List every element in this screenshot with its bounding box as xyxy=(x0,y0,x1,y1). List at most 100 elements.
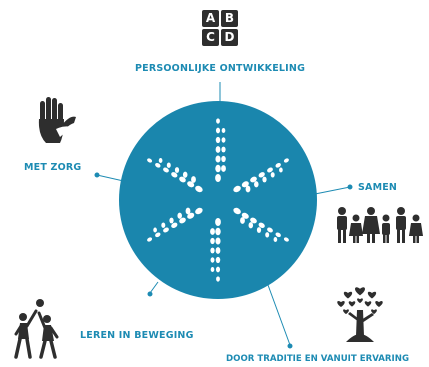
connector-dot-bottom-left xyxy=(147,291,153,297)
star-dot xyxy=(221,127,226,134)
star-dot xyxy=(250,217,257,224)
star-dot xyxy=(215,136,221,144)
star-dot xyxy=(215,237,221,245)
star-dot xyxy=(215,266,221,273)
star-dot xyxy=(216,118,220,124)
star-dot xyxy=(267,227,273,233)
star-dot xyxy=(254,181,259,188)
heart-shape xyxy=(337,300,345,308)
star-dot xyxy=(147,237,153,242)
family-group-icon xyxy=(337,207,423,243)
star-dot xyxy=(185,207,191,215)
star-dot xyxy=(182,171,188,178)
label-door-traditie-en-vanuit-ervaring: DOOR TRADITIE EN VANUIT ERVARING xyxy=(226,354,409,364)
star-dot xyxy=(267,167,273,173)
star-dot xyxy=(241,212,249,219)
star-dot xyxy=(195,185,203,193)
star-dot xyxy=(233,185,241,193)
star-dot xyxy=(273,236,278,243)
star-dot xyxy=(256,227,262,233)
star-dot xyxy=(163,167,169,173)
block-b: B xyxy=(221,10,238,27)
star-dot xyxy=(155,163,161,168)
heart-shape xyxy=(348,301,356,307)
block-d: D xyxy=(221,29,238,46)
star-dot xyxy=(171,222,178,228)
star-dot xyxy=(270,172,275,178)
block-a: A xyxy=(202,10,219,27)
star-dot xyxy=(210,247,215,254)
star-dot xyxy=(191,176,196,183)
star-dot xyxy=(215,174,221,182)
star-dot xyxy=(215,127,221,134)
star-dot xyxy=(221,165,226,172)
star-dot xyxy=(283,237,289,242)
label-met-zorg: MET ZORG xyxy=(24,162,82,173)
connector-bottom-right xyxy=(267,284,291,346)
star-dot xyxy=(147,158,153,163)
connector-dot-right xyxy=(347,184,353,190)
playing-children-icon xyxy=(14,299,59,359)
heart-shape xyxy=(343,309,349,315)
star-dot xyxy=(215,247,221,254)
star-dot xyxy=(155,232,161,238)
heart-shape xyxy=(367,291,377,299)
abcd-blocks-icon: A B C D xyxy=(202,10,238,46)
star-dot xyxy=(179,217,186,224)
star-dot xyxy=(279,167,283,173)
connector-dot-bottom-right xyxy=(287,343,293,349)
star-dot xyxy=(215,227,221,236)
heart-shape xyxy=(364,301,372,307)
star-dot xyxy=(258,222,265,228)
label-leren-in-beweging: LEREN IN BEWEGING xyxy=(80,330,194,341)
star-dot xyxy=(163,227,169,233)
heart-shape xyxy=(375,300,383,308)
star-dot xyxy=(215,218,221,226)
star-dot xyxy=(250,176,257,183)
star-dot xyxy=(245,185,251,193)
star-dot xyxy=(221,146,226,153)
star-dot xyxy=(153,227,157,233)
heart-tree-icon xyxy=(337,287,383,342)
star-dot xyxy=(241,181,249,188)
star-dot xyxy=(216,276,220,282)
star-dot xyxy=(215,256,221,264)
star-dot xyxy=(169,217,174,224)
star-dot xyxy=(258,172,265,178)
block-c: C xyxy=(202,29,219,46)
star-dot xyxy=(210,257,215,263)
star-dot xyxy=(195,207,203,215)
connector-dot-left xyxy=(94,172,100,178)
star-dot xyxy=(265,232,270,238)
star-dot xyxy=(158,157,163,164)
star-dot xyxy=(166,162,171,168)
star-dot xyxy=(221,155,226,163)
star-dot xyxy=(248,222,254,229)
star-dot xyxy=(174,167,180,173)
star-dot xyxy=(275,163,281,168)
label-samen: SAMEN xyxy=(358,182,398,193)
star-dot xyxy=(262,176,267,183)
star-dot xyxy=(161,222,166,228)
star-dot xyxy=(210,237,215,245)
star-dot xyxy=(215,146,221,153)
star-dot xyxy=(187,181,195,188)
star-dot xyxy=(210,266,215,273)
star-dot xyxy=(210,228,215,235)
hand-in-hand-icon xyxy=(38,97,76,143)
star-dot xyxy=(233,207,241,215)
connector-bottom-left xyxy=(149,281,159,294)
star-dot xyxy=(215,155,221,163)
heart-shape xyxy=(371,309,377,315)
central-circle xyxy=(119,101,317,299)
dotted-star xyxy=(147,118,289,282)
label-persoonlijke-ontwikkeling: PERSOONLIJKE ONTWIKKELING xyxy=(135,63,306,74)
star-dot xyxy=(275,232,281,238)
heart-shape xyxy=(343,291,353,299)
star-dot xyxy=(221,137,226,143)
star-dot xyxy=(215,164,221,173)
star-dot xyxy=(179,176,186,183)
heart-shape xyxy=(357,298,363,304)
